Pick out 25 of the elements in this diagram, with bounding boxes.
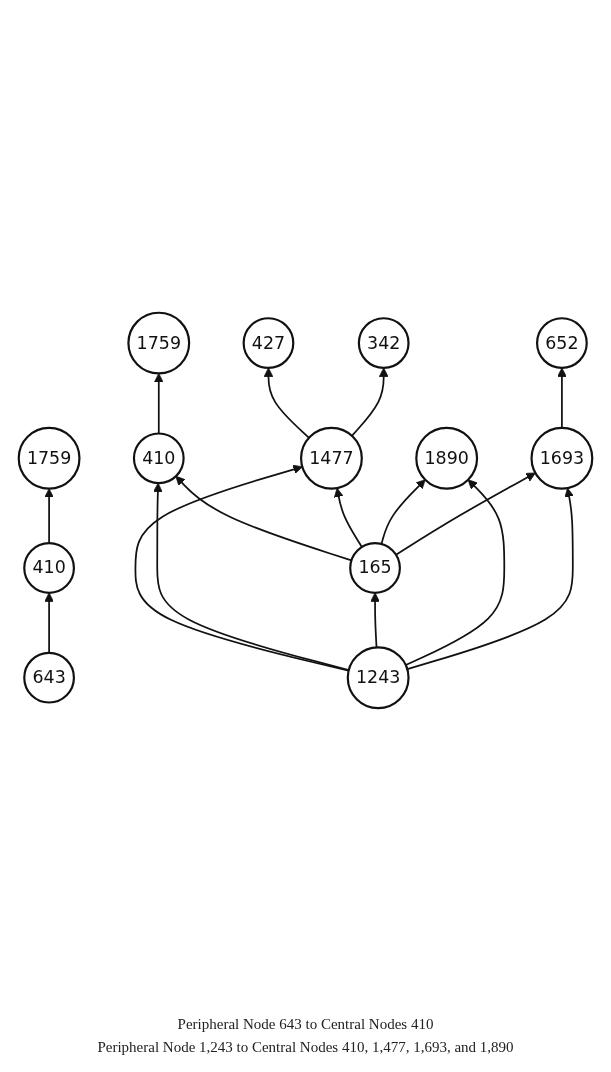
arrow [154,372,164,434]
node-circle: 342 [357,316,410,369]
node-circle: 410 [23,541,75,594]
node-circle: 165 [349,541,401,594]
node-circle: 652 [536,316,588,369]
node-circle: 643 [23,651,75,704]
arrow [153,482,350,671]
node-circle: 1759 [127,311,191,375]
node-circle: 1890 [415,426,479,490]
node-circle: 1243 [346,645,410,709]
arrow [334,487,363,548]
node-circle: 410 [132,432,185,484]
node-circle: 427 [242,316,295,369]
arrow [395,472,536,556]
arrow [370,592,380,648]
arrow [134,464,350,672]
arrow [380,478,426,545]
arrow [263,367,310,439]
figure-caption: Peripheral Node 643 to Central Nodes 410 [176,1016,435,1033]
arrow [350,367,389,437]
figure-caption: Peripheral Node 1,243 to Central Nodes 410, 1,477, 1,693, and 1,890 [97,1039,514,1056]
node-circle: 1759 [17,426,81,490]
arrow [404,478,506,666]
node-circle: 1693 [530,426,594,490]
node-circle: 1477 [300,426,363,490]
